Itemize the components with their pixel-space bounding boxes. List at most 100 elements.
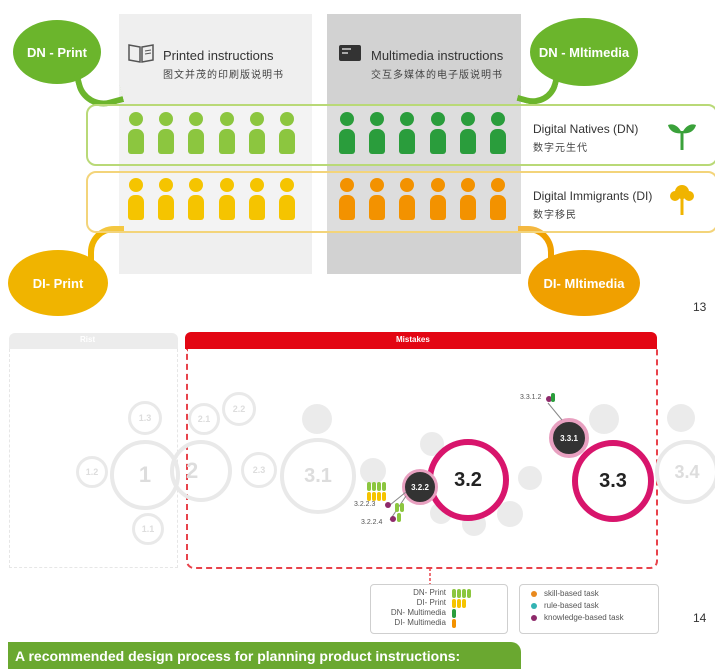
faint-node-2-1: 2.1 bbox=[188, 403, 220, 435]
dn-print-person-3 bbox=[188, 112, 204, 155]
legend-mini-figure-7 bbox=[462, 599, 466, 608]
leaf-mini-figure-4 bbox=[382, 482, 386, 491]
node-3-3-1-circle: 3.3.1 bbox=[549, 418, 589, 458]
node-3-3-1-label: 3.3.1 bbox=[560, 433, 578, 443]
faint-node-1-1: 1.1 bbox=[132, 513, 164, 545]
faint-node-2-3-label: 2.3 bbox=[252, 465, 266, 475]
print-column-title: Printed instructions bbox=[163, 48, 274, 63]
screen-icon bbox=[339, 45, 361, 61]
dn-multimedia-person-3 bbox=[399, 112, 415, 155]
mistakes-header-bar bbox=[185, 332, 657, 349]
legend-skill-based: skill-based task bbox=[544, 589, 599, 598]
faint-node-3-1: 3.1 bbox=[280, 438, 356, 514]
di-multimedia-label: DI- Mltimedia bbox=[543, 275, 625, 291]
page-number-13: 13 bbox=[693, 300, 707, 314]
leaf-dot-3-2-2-4 bbox=[390, 516, 396, 522]
di-multimedia-person-2 bbox=[369, 178, 385, 221]
faint-node-1-3: 1.3 bbox=[128, 401, 162, 435]
di-print-person-3 bbox=[188, 178, 204, 221]
page-number-14: 14 bbox=[693, 611, 707, 625]
di-print-person-6 bbox=[279, 178, 295, 221]
legend-dot-knowledge bbox=[531, 615, 537, 621]
faint-node-1-2: 1.2 bbox=[76, 456, 108, 488]
book-icon bbox=[127, 42, 155, 64]
legend-rule-based: rule-based task bbox=[544, 601, 599, 610]
leaf-label-3-3-1-2: 3.3.1.2 bbox=[520, 394, 542, 401]
di-multimedia-person-6 bbox=[490, 178, 506, 221]
di-print-person-4 bbox=[219, 178, 235, 221]
leaf-mini-figure-1 bbox=[367, 482, 371, 491]
legend-mini-figure-4 bbox=[467, 589, 471, 598]
di-multimedia-person-1 bbox=[339, 178, 355, 221]
dn-multimedia-person-1 bbox=[339, 112, 355, 155]
legend-mini-figure-2 bbox=[457, 589, 461, 598]
di-print-person-5 bbox=[249, 178, 265, 221]
faint-dot-h bbox=[667, 404, 695, 432]
dn-print-person-5 bbox=[249, 112, 265, 155]
faint-node-3-1-label: 3.1 bbox=[304, 464, 332, 487]
node-3-3-label: 3.3 bbox=[599, 469, 627, 492]
multimedia-column-subtitle: 交互多媒体的电子版说明书 bbox=[371, 70, 503, 81]
faint-node-1-2-label: 1.2 bbox=[85, 467, 99, 477]
di-multimedia-person-4 bbox=[430, 178, 446, 221]
tree-icon bbox=[667, 182, 697, 216]
dn-row-sublabel: 数字元生代 bbox=[533, 143, 588, 154]
di-multimedia-tail bbox=[518, 226, 554, 262]
footer-title: A recommended design process for plannin… bbox=[15, 648, 461, 664]
dn-print-person-1 bbox=[128, 112, 144, 155]
leaf-label-3-2-2-4: 3.2.2.4 bbox=[361, 519, 383, 526]
leaf-mini-figure-3 bbox=[377, 482, 381, 491]
node-3-2-label: 3.2 bbox=[454, 468, 482, 491]
leaf-dot-3-3-1-2 bbox=[546, 396, 552, 402]
multimedia-column-title: Multimedia instructions bbox=[371, 48, 504, 63]
dn-multimedia-bubble: DN - Mltimedia bbox=[530, 18, 638, 86]
di-row-label: Digital Immigrants (DI) bbox=[533, 189, 653, 203]
faint-node-3-4-label: 3.4 bbox=[674, 461, 700, 482]
faint-dot-a bbox=[302, 404, 332, 434]
dn-print-bubble: DN - Print bbox=[13, 20, 101, 84]
di-multimedia-person-3 bbox=[399, 178, 415, 221]
legend-di-print: DI- Print bbox=[416, 598, 446, 607]
leaf-mini-figure-5 bbox=[367, 492, 371, 501]
leaf-figure-3-3-1-2 bbox=[551, 393, 555, 402]
legend-left-box bbox=[370, 584, 508, 634]
dn-multimedia-label: DN - Mltimedia bbox=[538, 44, 630, 60]
legend-dn-print: DN- Print bbox=[413, 588, 446, 597]
faint-dot-g bbox=[589, 404, 619, 434]
node-3-2-2-label: 3.2.2 bbox=[411, 482, 429, 492]
di-print-person-1 bbox=[128, 178, 144, 221]
legend-dot-rule bbox=[531, 603, 537, 609]
faint-node-2-2-label: 2.2 bbox=[232, 404, 246, 414]
legend-mini-figure-1 bbox=[452, 589, 456, 598]
leaf-dot-3-2-2-3 bbox=[385, 502, 391, 508]
faint-node-2-3: 2.3 bbox=[241, 452, 277, 488]
legend-mini-figure-5 bbox=[452, 599, 456, 608]
leaf-mini-figure-10 bbox=[400, 503, 404, 512]
faint-node-1-1-label: 1.1 bbox=[141, 524, 155, 534]
sprout-icon bbox=[666, 117, 698, 151]
di-print-bubble: DI- Print bbox=[8, 250, 108, 316]
legend-mini-figure-8 bbox=[452, 609, 456, 618]
legend-mini-figure-6 bbox=[457, 599, 461, 608]
faint-header-bar bbox=[9, 333, 178, 349]
dn-print-person-4 bbox=[219, 112, 235, 155]
faint-node-3-4: 3.4 bbox=[655, 440, 715, 504]
faint-dot-e bbox=[497, 501, 523, 527]
dn-multimedia-person-6 bbox=[490, 112, 506, 155]
faint-header-text: Rist bbox=[80, 335, 96, 344]
di-multimedia-person-5 bbox=[460, 178, 476, 221]
di-print-tail bbox=[88, 226, 124, 262]
legend-mini-figure-3 bbox=[462, 589, 466, 598]
faint-node-2-2: 2.2 bbox=[222, 392, 256, 426]
dn-print-label: DN - Print bbox=[27, 44, 87, 60]
leaf-label-3-2-2-3: 3.2.2.3 bbox=[354, 501, 376, 508]
node-3-3-circle: 3.3 bbox=[572, 440, 654, 522]
dn-print-person-2 bbox=[158, 112, 174, 155]
faint-dot-c bbox=[360, 458, 386, 484]
leaf-mini-figure-8 bbox=[382, 492, 386, 501]
footer-banner bbox=[8, 642, 521, 669]
dn-multimedia-person-2 bbox=[369, 112, 385, 155]
node-3-2-2-circle: 3.2.2 bbox=[402, 469, 438, 505]
faint-node-2-1-label: 2.1 bbox=[197, 414, 211, 424]
